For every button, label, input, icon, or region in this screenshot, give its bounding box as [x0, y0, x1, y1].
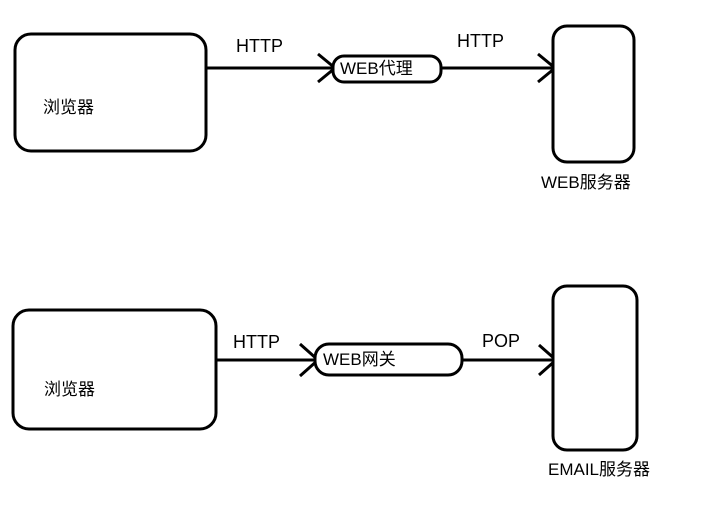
browser-label-top: 浏览器 — [43, 98, 94, 117]
protocol-label-http-browser-to-gateway: HTTP — [233, 332, 280, 352]
browser-label-bottom: 浏览器 — [44, 380, 95, 399]
web-server-label: WEB服务器 — [541, 173, 631, 192]
email-server-box[interactable] — [551, 284, 639, 452]
email-server-label: EMAIL服务器 — [548, 460, 651, 479]
protocol-label-pop-gateway-to-emailserver: POP — [482, 331, 521, 351]
protocol-label-http-proxy-to-webserver: HTTP — [457, 31, 504, 51]
arrowhead-into-emailserver-icon — [538, 343, 559, 377]
arrowhead-into-webserver-icon — [537, 52, 558, 84]
web-proxy-label: WEB代理 — [340, 59, 413, 78]
web-server-box[interactable] — [551, 24, 636, 164]
web-gateway-label: WEB网关 — [323, 350, 396, 369]
arrowhead-into-proxy-icon — [317, 52, 338, 84]
browser-box-top[interactable] — [13, 32, 208, 153]
browser-box-bottom[interactable] — [11, 308, 218, 431]
protocol-label-http-browser-to-proxy: HTTP — [236, 36, 283, 56]
arrowhead-into-gateway-icon — [299, 342, 321, 378]
